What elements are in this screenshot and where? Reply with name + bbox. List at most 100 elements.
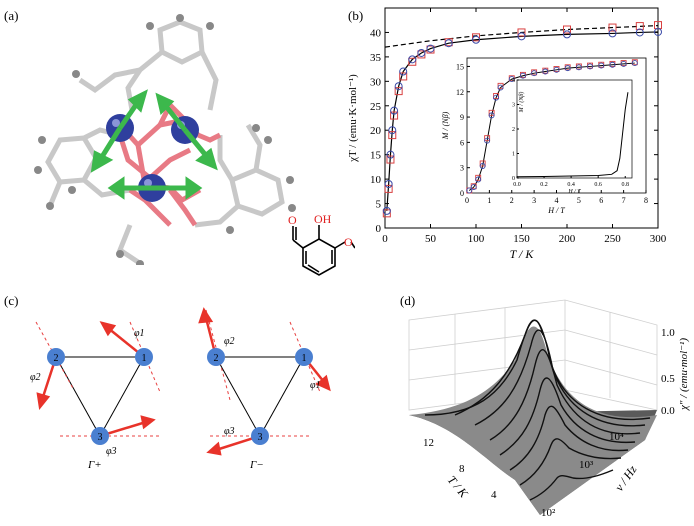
molecular-structure <box>34 14 296 265</box>
site-3-label-right: 3 <box>258 432 263 443</box>
inset-x-tick-label: 2 <box>510 196 514 205</box>
data-point-circle <box>417 48 426 57</box>
site-3-label: 3 <box>98 432 103 443</box>
inset-point-square <box>479 160 486 167</box>
data-point-square <box>384 184 393 193</box>
inset-point-circle <box>508 76 515 83</box>
ligand-methoxy-o: O <box>344 235 353 249</box>
x-tick-4: 4 <box>491 489 497 501</box>
inset2-magnetization-line <box>516 92 629 178</box>
data-point-square <box>472 33 480 42</box>
inset-x-label: H / T <box>547 206 565 215</box>
inset-point-circle <box>631 60 638 67</box>
inset-point-circle <box>475 176 482 183</box>
inset-point-circle <box>553 66 560 73</box>
data-point-circle <box>386 150 395 159</box>
data-point-square <box>517 28 526 37</box>
data-point-circle <box>444 39 453 48</box>
inset-x-tick-label: 1 <box>487 196 491 205</box>
y-tick-label: 5 <box>376 199 382 211</box>
data-point-square <box>408 57 417 66</box>
site-2-label-right: 2 <box>214 353 219 364</box>
phi1-label: φ1 <box>134 328 145 339</box>
inset-point-circle <box>466 187 473 194</box>
data-point-circle <box>399 67 408 76</box>
y-tick-label: 20 <box>370 125 382 137</box>
inset-point-square <box>497 82 504 89</box>
gamma-plus-config: 1 2 3 φ1 φ2 φ3 Γ+ <box>30 321 161 471</box>
y-tick-4: 10⁴ <box>609 431 624 443</box>
inset-y-tick-label: 15 <box>456 62 464 71</box>
inset-point-circle <box>497 84 504 91</box>
data-point-square <box>635 22 644 31</box>
inset2-x-tick-label: 0.4 <box>567 182 575 188</box>
phi2-label-right: φ2 <box>224 336 235 347</box>
y-axis-label: χT / (emu·K·mol⁻¹) <box>347 74 359 163</box>
data-point-square <box>390 111 399 120</box>
inset2-y-tick-label: 0 <box>512 176 515 182</box>
site-1-label-right: 1 <box>302 353 307 364</box>
inset-point-circle <box>587 63 594 70</box>
data-point-circle <box>608 29 617 38</box>
ligand-structure: O OH O <box>288 212 355 276</box>
data-point-square <box>382 209 391 218</box>
inset-point-circle <box>575 64 582 71</box>
data-point-circle <box>384 180 393 188</box>
inset-y-tick-label: 3 <box>460 164 464 173</box>
data-point-circle <box>382 206 391 215</box>
inset-y-tick-label: 12 <box>456 88 464 97</box>
inset2-x-tick-label: 0.0 <box>513 182 521 188</box>
y-tick-label: 40 <box>370 27 382 39</box>
data-point-circle <box>388 126 397 135</box>
z-axis-label: χ″ / (emu·mol⁻¹) <box>678 338 690 411</box>
y-tick-label: 10 <box>370 174 382 186</box>
inset-point-circle <box>531 70 538 77</box>
inset-point-circle <box>484 137 491 144</box>
x-tick-label: 50 <box>425 233 437 245</box>
inset2-y-tick-label: 1 <box>512 152 515 158</box>
data-point-square <box>399 72 408 81</box>
inset-point-circle <box>519 72 526 79</box>
z-tick-1: 0.5 <box>661 373 675 385</box>
carbon-framework <box>45 19 285 265</box>
x-tick-label: 150 <box>513 233 530 245</box>
inset-x-tick-label: 3 <box>532 196 536 205</box>
inset2-y-tick-label: 3 <box>512 103 515 109</box>
y-tick-label: 35 <box>370 52 382 64</box>
y-tick-label: 0 <box>376 223 382 235</box>
oxygen-bonds <box>117 100 222 227</box>
inset-point-square <box>488 109 495 116</box>
panel-label-a: (a) <box>4 8 19 23</box>
data-point-circle <box>426 44 435 53</box>
y-tick-2: 10² <box>541 507 556 519</box>
inset-fit-line <box>468 62 635 191</box>
x-tick-label: 300 <box>650 233 667 245</box>
data-point-square <box>563 25 571 34</box>
data-point-circle <box>390 106 399 115</box>
inset2-y-label: M / (Nβ) <box>518 92 525 114</box>
data-point-circle <box>394 82 403 91</box>
inset-point-circle <box>609 61 616 68</box>
inset-point-circle <box>564 65 571 72</box>
panel-label-b: (b) <box>348 8 364 23</box>
site-1-label: 1 <box>142 353 147 364</box>
x-tick-8: 8 <box>459 463 465 475</box>
y-tick-label: 25 <box>370 101 382 113</box>
y-tick-label: 30 <box>370 76 382 88</box>
y-tick-3: 10³ <box>579 459 594 471</box>
gamma-minus-config: 1 2 3 φ1 φ2 φ3 Γ− <box>198 307 331 471</box>
inset-point-circle <box>479 163 486 169</box>
inset2-x-tick-label: 0.8 <box>621 182 629 188</box>
inset2-y-tick-label: 2 <box>512 127 515 133</box>
inset-point-circle <box>542 68 549 75</box>
inset-x-tick-label: 4 <box>555 196 559 205</box>
spin-configuration-diagram: 1 2 3 φ1 φ2 φ3 Γ+ 1 2 3 φ1 φ2 φ3 Γ− <box>30 307 331 471</box>
x-tick-label: 100 <box>468 233 485 245</box>
surface-ridges <box>409 319 657 515</box>
inset-y-tick-label: 0 <box>460 189 464 198</box>
site-2-label: 2 <box>54 353 59 364</box>
data-point-circle <box>563 30 571 39</box>
phi2-label: φ2 <box>30 372 41 383</box>
data-point-circle <box>635 28 644 37</box>
inset-y-label: M / (Nβ) <box>441 111 450 140</box>
